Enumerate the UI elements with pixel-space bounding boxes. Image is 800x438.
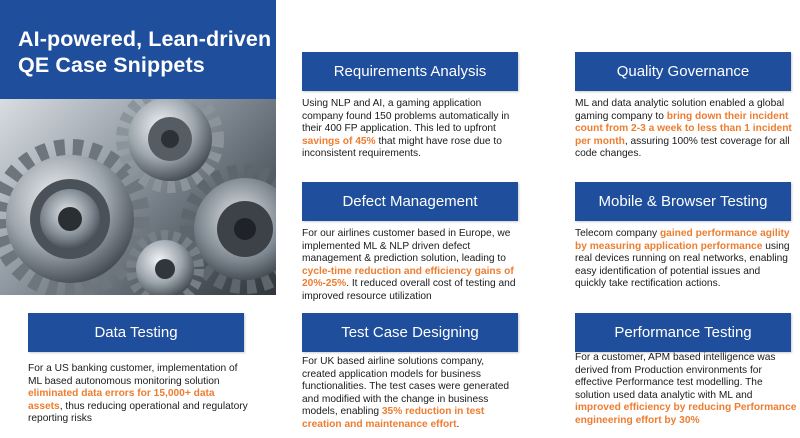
defect-management-title: Defect Management [342,193,478,210]
test-case-designing-title: Test Case Designing [341,324,479,341]
page-title-line1: AI-powered, Lean-driven [18,27,272,51]
performance-highlight: improved efficiency by reducing Performa… [575,402,797,426]
quality-text-part2: , assuring 100% test coverage for all co… [575,135,790,160]
requirements-text-part1: Using NLP and AI, a gaming application c… [302,98,510,135]
defect-management-header: Defect Management [302,182,518,221]
performance-testing-title: Performance Testing [614,324,752,341]
gears-icon [0,99,276,295]
testcase-highlight: 35% reduction in test creation and maint… [302,406,485,430]
quality-governance-text: ML and data analytic solution enabled a … [575,98,793,161]
mobile-browser-testing-title: Mobile & Browser Testing [598,193,768,210]
requirements-highlight: savings of 45% [302,135,376,147]
defect-text-part2: . It reduced overall cost of testing and… [302,278,516,302]
requirements-analysis-text: Using NLP and AI, a gaming application c… [302,98,522,161]
mobile-text-part1: Telecom company [575,228,660,239]
data-text-part2: , thus reducing operational and regulato… [28,400,248,425]
performance-testing-text: For a customer, APM based intelligence w… [575,352,797,428]
page-title: AI-powered, Lean-driven QE Case Snippets [18,26,271,78]
quality-highlight: bring down their incident count from 2-3… [575,110,792,147]
test-case-designing-text: For UK based airline solutions company, … [302,356,520,432]
performance-testing-header: Performance Testing [575,313,791,352]
defect-text-part1: For our airlines customer based in Europ… [302,228,511,265]
mobile-highlight: gained performance agility by measuring … [575,228,790,252]
page-title-line2: QE Case Snippets [18,53,205,77]
testcase-text-part2: . [456,418,460,430]
testcase-text-part1: For UK based airline solutions company, … [302,356,510,418]
mobile-browser-testing-header: Mobile & Browser Testing [575,182,791,221]
mobile-text-part2: using real devices running on real netwo… [575,240,790,290]
quality-governance-title: Quality Governance [616,63,750,80]
defect-management-text: For our airlines customer based in Europ… [302,228,520,304]
requirements-analysis-header: Requirements Analysis [302,52,518,91]
mobile-browser-testing-text: Telecom company gained performance agili… [575,228,793,291]
data-testing-header: Data Testing [28,313,244,352]
data-testing-text: For a US banking customer, implementatio… [28,363,250,426]
quality-governance-header: Quality Governance [575,52,791,91]
performance-text-part1: For a customer, APM based intelligence w… [575,352,776,401]
data-highlight: eliminated data errors for 15,000+ data … [28,388,215,412]
quality-text-part1: ML and data analytic solution enabled a … [575,98,785,122]
test-case-designing-header: Test Case Designing [302,313,518,352]
data-text-part1: For a US banking customer, implementatio… [28,363,238,387]
gears-image [0,99,276,295]
defect-highlight: cycle-time reduction and efficiency gain… [302,265,514,290]
title-panel: AI-powered, Lean-driven QE Case Snippets [0,0,276,99]
requirements-analysis-title: Requirements Analysis [333,63,487,80]
requirements-text-part2: that might have rose due to inconsistent… [302,135,502,160]
data-testing-title: Data Testing [94,324,178,341]
